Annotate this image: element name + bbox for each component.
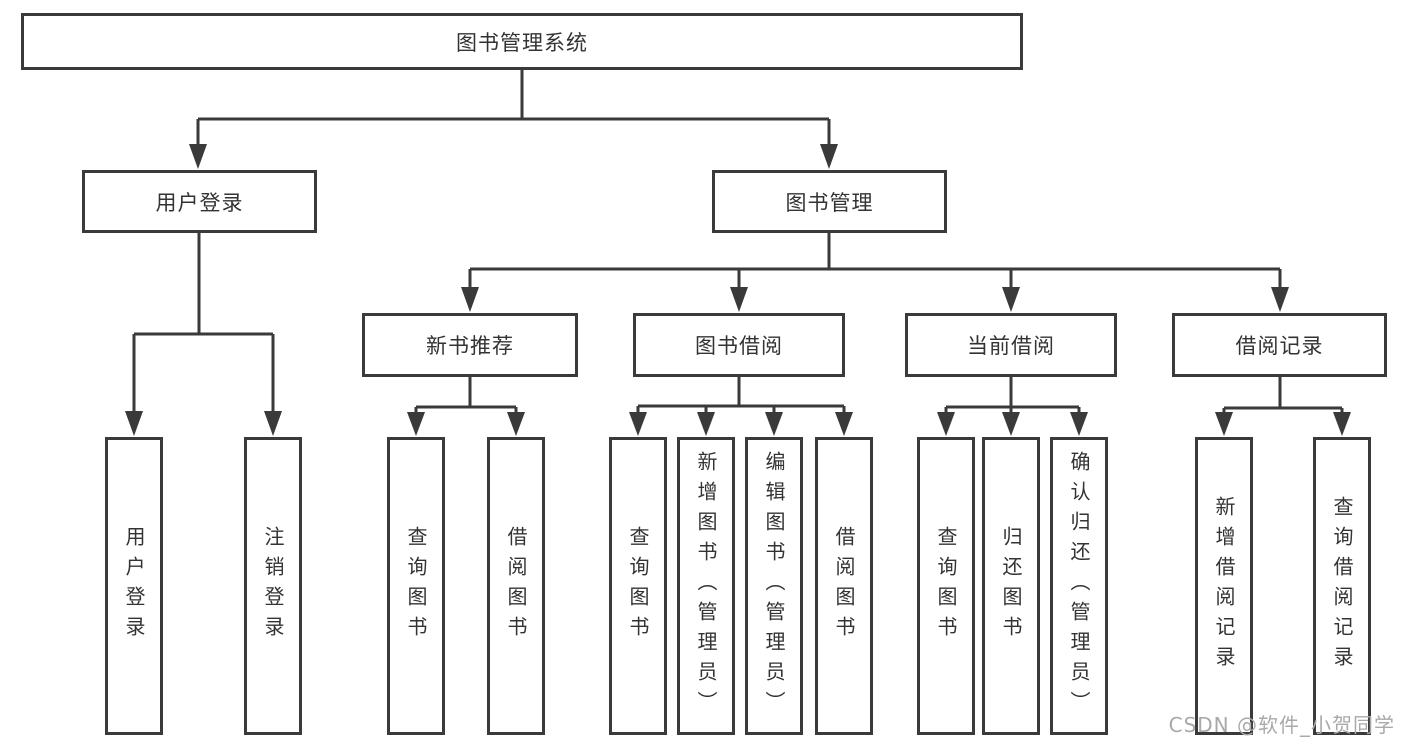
node-user-login-branch-label: 用户登录 <box>155 190 244 215</box>
edge-new-book-recommend-children <box>414 377 518 413</box>
arrowhead <box>1271 287 1289 312</box>
arrowhead <box>461 287 479 312</box>
node-root-label: 图书管理系统 <box>456 30 588 55</box>
arrowhead <box>1002 287 1020 312</box>
node-new-book-recommend: 新书推荐 <box>362 313 578 377</box>
node-recommend-query-book: 查询图书 <box>387 437 445 735</box>
node-records-query-record-label: 查询借阅记录 <box>1330 496 1354 676</box>
arrowhead <box>407 412 425 436</box>
node-current-query-book: 查询图书 <box>917 437 975 735</box>
node-borrow-add-book-admin-label: 新增图书（管理员） <box>694 451 718 721</box>
node-book-management: 图书管理 <box>712 170 947 233</box>
edge-root-to-level2 <box>196 69 831 145</box>
node-records-add-record-label: 新增借阅记录 <box>1212 496 1236 676</box>
arrowhead <box>730 287 748 312</box>
edge-book-management-children <box>468 233 1282 288</box>
node-current-return-book: 归还图书 <box>982 437 1040 735</box>
node-user-login-leaf: 用户登录 <box>105 437 163 735</box>
node-borrow-borrow-book: 借阅图书 <box>815 437 873 735</box>
node-borrow-edit-book-admin-label: 编辑图书（管理员） <box>762 451 786 721</box>
edge-current-borrow-children <box>944 377 1081 413</box>
node-current-confirm-return-admin: 确认归还（管理员） <box>1050 437 1108 735</box>
arrowhead <box>1002 412 1020 436</box>
edge-user-login-children <box>132 233 275 412</box>
node-current-confirm-return-admin-label: 确认归还（管理员） <box>1067 451 1091 721</box>
node-book-borrow: 图书借阅 <box>633 313 845 377</box>
arrowhead <box>507 412 525 436</box>
node-recommend-query-book-label: 查询图书 <box>404 526 428 646</box>
node-records-add-record: 新增借阅记录 <box>1195 437 1253 735</box>
node-current-borrow-label: 当前借阅 <box>967 334 1055 358</box>
node-book-borrow-label: 图书借阅 <box>695 334 783 358</box>
node-user-login-leaf-label: 用户登录 <box>122 526 146 646</box>
csdn-watermark: CSDN @软件_小贺同学 <box>1168 713 1395 737</box>
node-book-management-label: 图书管理 <box>785 190 874 215</box>
node-borrow-records-label: 借阅记录 <box>1235 334 1324 358</box>
node-user-login-branch: 用户登录 <box>82 170 317 233</box>
node-current-borrow: 当前借阅 <box>905 313 1117 377</box>
arrowhead <box>264 411 282 436</box>
node-recommend-borrow-book-label: 借阅图书 <box>504 526 528 646</box>
arrowhead <box>937 412 955 436</box>
node-borrow-edit-book-admin: 编辑图书（管理员） <box>745 437 803 735</box>
node-logout-label: 注销登录 <box>261 526 285 646</box>
arrowhead <box>1333 412 1351 436</box>
arrowhead <box>125 411 143 436</box>
node-logout: 注销登录 <box>244 437 302 735</box>
node-borrow-query-book-label: 查询图书 <box>626 526 650 646</box>
node-root: 图书管理系统 <box>21 13 1023 70</box>
arrowhead <box>697 412 715 436</box>
arrowhead <box>820 144 838 169</box>
node-records-query-record: 查询借阅记录 <box>1313 437 1371 735</box>
edge-borrow-records-children <box>1222 377 1344 413</box>
arrowhead <box>835 412 853 436</box>
arrowhead <box>189 144 207 169</box>
node-borrow-borrow-book-label: 借阅图书 <box>832 526 856 646</box>
node-current-query-book-label: 查询图书 <box>934 526 958 646</box>
arrowhead <box>629 412 647 436</box>
node-borrow-query-book: 查询图书 <box>609 437 667 735</box>
arrowhead <box>1070 412 1088 436</box>
node-new-book-recommend-label: 新书推荐 <box>426 334 514 358</box>
node-current-return-book-label: 归还图书 <box>999 526 1023 646</box>
node-borrow-records: 借阅记录 <box>1172 313 1387 377</box>
edge-book-borrow-children <box>636 377 846 413</box>
arrowhead <box>1215 412 1233 436</box>
node-borrow-add-book-admin: 新增图书（管理员） <box>677 437 735 735</box>
node-recommend-borrow-book: 借阅图书 <box>487 437 545 735</box>
arrowhead <box>765 412 783 436</box>
